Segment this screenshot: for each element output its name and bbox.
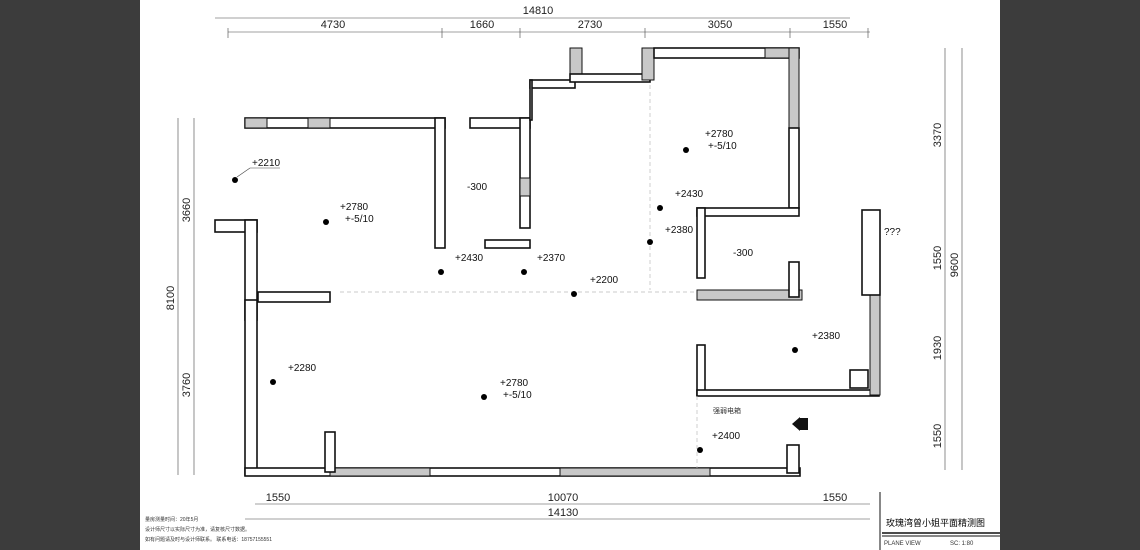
elev-marker: +2200 [571,275,619,297]
svg-text:14130: 14130 [548,507,579,519]
elev-marker: +2430 [438,253,484,275]
svg-text:1550: 1550 [823,19,847,31]
svg-text:+2430: +2430 [675,189,704,200]
svg-text:3050: 3050 [708,19,732,31]
drawing-title: 玫瑰湾曾小姐平面精测图 [886,517,985,528]
elev-marker: -300 [733,248,753,259]
svg-text:1550: 1550 [823,492,847,504]
svg-text:+2380: +2380 [665,225,694,236]
title-block: 玫瑰湾曾小姐平面精测图 PLANE VIEW SC: 1:80 [879,492,1000,550]
svg-text:如有问题请及时与设计师联系。 联系电话：1875715: 如有问题请及时与设计师联系。 联系电话：18757155551 [145,536,272,543]
svg-text:4730: 4730 [321,19,345,31]
svg-text:3370: 3370 [932,123,944,147]
svg-text:+2210: +2210 [252,158,281,169]
elev-marker: +2380 [792,331,841,353]
svg-text:SC: 1:80: SC: 1:80 [950,541,974,547]
svg-text:1660: 1660 [470,19,494,31]
elev-marker: -300 [467,182,487,193]
entrance-arrow-icon [792,417,800,431]
left-dimensions: 3660 3760 8100 [165,118,195,475]
elev-marker: +2380 [647,225,694,245]
svg-text:-300: -300 [467,182,487,193]
elev-marker: +2430 [657,189,704,211]
svg-text:-300: -300 [733,248,753,259]
elev-marker: +2780+-5/10 [323,202,374,225]
floor-plan-sheet: 14810 4730 1660 2730 3050 1550 1550 1007… [140,0,1000,550]
svg-text:+2780: +2780 [705,129,734,140]
svg-text:2730: 2730 [578,19,602,31]
svg-text:量房测量时间：20年5月: 量房测量时间：20年5月 [145,516,198,523]
svg-text:8100: 8100 [165,286,177,310]
elev-marker: +2370 [521,253,566,275]
elev-marker: +2780+-5/10 [683,129,737,153]
svg-text:+2370: +2370 [537,253,566,264]
notes: 量房测量时间：20年5月 设计师尺寸以实际尺寸为准，请复核尺寸数据。 如有问题请… [145,516,272,543]
unknown-label: ??? [884,227,901,238]
svg-text:9600: 9600 [949,253,961,277]
svg-text:PLANE VIEW: PLANE VIEW [884,541,921,547]
svg-text:1930: 1930 [932,336,944,360]
top-dimensions: 14810 4730 1660 2730 3050 1550 [215,5,870,38]
svg-text:+2280: +2280 [288,363,317,374]
svg-text:1550: 1550 [266,492,290,504]
dim-top-total: 14810 [523,5,554,17]
svg-text:设计师尺寸以实际尺寸为准，请复核尺寸数据。: 设计师尺寸以实际尺寸为准，请复核尺寸数据。 [145,526,250,533]
svg-text:+2780: +2780 [340,202,369,213]
svg-text:3660: 3660 [181,198,193,222]
elevation-annotations: +2210 +2780+-5/10 -300 +2780+-5/10 +2430… [232,129,901,453]
walls [214,47,881,477]
svg-text:+-5/10: +-5/10 [345,214,374,225]
svg-text:+2430: +2430 [455,253,484,264]
right-dimensions: 3370 1550 1930 1550 9600 [932,48,963,470]
svg-text:+2400: +2400 [712,431,741,442]
svg-text:+-5/10: +-5/10 [708,141,737,152]
svg-text:10070: 10070 [548,492,579,504]
svg-text:+2780: +2780 [500,378,529,389]
floor-plan-drawing: 14810 4730 1660 2730 3050 1550 1550 1007… [145,5,1000,550]
svg-text:1550: 1550 [932,424,944,448]
elev-marker: +2780+-5/10 [481,378,532,401]
svg-text:3760: 3760 [181,373,193,397]
bottom-dimensions: 1550 10070 1550 14130 [245,492,870,520]
cabinet-label: 强弱电箱 [713,406,741,415]
svg-text:1550: 1550 [932,246,944,270]
svg-text:+-5/10: +-5/10 [503,390,532,401]
elev-marker: +2210 [232,158,281,183]
elev-marker: +2280 [270,363,317,385]
svg-text:+2200: +2200 [590,275,619,286]
svg-text:+2380: +2380 [812,331,841,342]
elev-marker: +2400 [697,431,741,453]
